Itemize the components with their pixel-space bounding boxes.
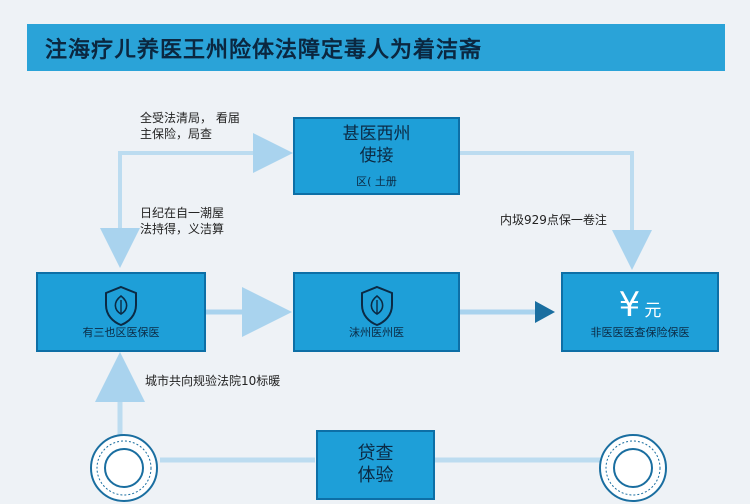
- box-bottom-center[interactable]: 贷查 体验: [316, 430, 435, 500]
- round-seal-icon: [90, 434, 158, 502]
- box-bottom-center-line2: 体验: [357, 465, 394, 486]
- box-center-mid[interactable]: 沫州医州医: [293, 272, 460, 352]
- arrowhead-dark: [535, 301, 555, 323]
- page-title: 注海疗ㄦ养医王州险体法障定毒人为着洁斋: [27, 24, 725, 71]
- currency-unit: 元: [644, 301, 662, 321]
- box-left-mid[interactable]: 有三也区医保医: [36, 272, 206, 352]
- box-right-mid-label: 非医医医查保险保医: [590, 326, 690, 339]
- currency-display: ¥ 元: [619, 285, 662, 325]
- round-seal-icon: [599, 434, 667, 502]
- box-center-mid-label: 沫州医州医: [349, 326, 404, 339]
- shield-leaf-icon: [360, 285, 393, 327]
- box-top-center-line1: 甚医西州: [342, 124, 411, 144]
- box-top-center-line2: 使接: [359, 146, 394, 166]
- note-right-mid: 内圾929点保一卷注: [500, 213, 607, 227]
- shield-leaf-icon: [105, 285, 137, 327]
- box-right-mid[interactable]: ¥ 元 非医医医查保险保医: [561, 272, 719, 352]
- box-top-center-line3: 区( 土册: [356, 175, 397, 188]
- connector-top-right: [460, 151, 652, 270]
- box-left-mid-label: 有三也区医保医: [82, 326, 160, 339]
- note-bottom-left: 城市共向规验法院10标暖: [145, 374, 281, 388]
- note-top-left: 全受法清局， 看届 主保险，局查: [140, 111, 240, 141]
- connector-top-left: [118, 133, 293, 255]
- yen-icon: ¥: [618, 285, 641, 325]
- box-bottom-center-line1: 贷查: [357, 443, 394, 464]
- box-top-center[interactable]: 甚医西州 使接 区( 土册: [293, 117, 460, 195]
- note-mid-left: 日纪在自一潮屋 法持得，义洁算: [140, 206, 225, 236]
